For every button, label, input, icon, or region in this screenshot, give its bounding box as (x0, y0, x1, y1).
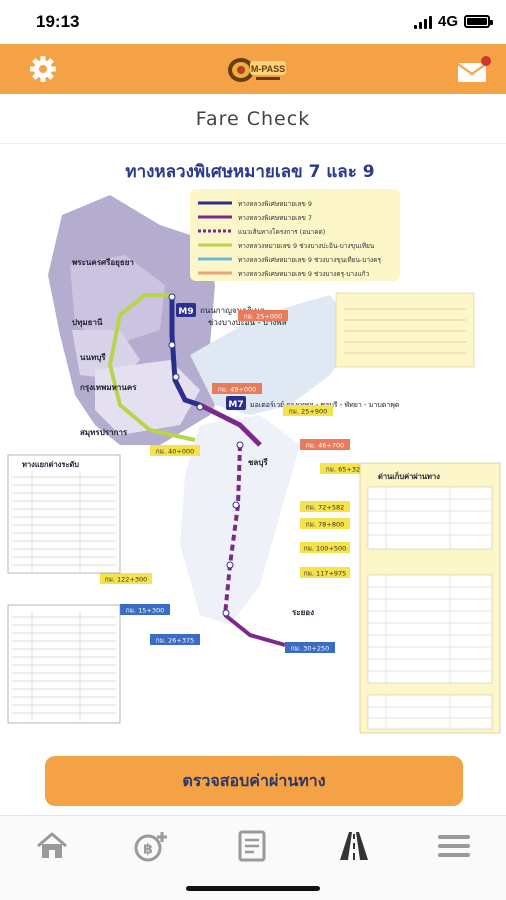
logo-text: M-PASS (251, 64, 285, 74)
mail-icon (457, 56, 491, 82)
highway-icon (340, 832, 368, 860)
nav-item-highway[interactable] (332, 826, 376, 866)
province-label: ชลบุรี (248, 457, 268, 468)
svg-text:M7: M7 (228, 400, 243, 410)
svg-text:กม. 25+900: กม. 25+900 (289, 408, 327, 416)
svg-text:ทางหลวงหมายเลข 9 ช่วงบางปะอิน-: ทางหลวงหมายเลข 9 ช่วงบางปะอิน-บางขุนเทีย… (238, 242, 375, 250)
network-type: 4G (437, 13, 458, 30)
highway-map-graphic: ทางหลวงพิเศษหมายเลข 7 และ 9 ทางหลวงพิเศษ… (7, 162, 501, 734)
svg-text:ทางหลวงพิเศษหมายเลข 9: ทางหลวงพิเศษหมายเลข 9 (238, 200, 312, 208)
nav-item-history[interactable] (230, 826, 274, 866)
status-indicators: 4G (413, 13, 493, 30)
page-title-bar: Fare Check (0, 94, 506, 144)
svg-text:ด่านเก็บค่าผ่านทาง: ด่านเก็บค่าผ่านทาง (378, 471, 440, 481)
province-label: สมุทรปราการ (80, 428, 128, 438)
check-fare-button[interactable]: ตรวจสอบค่าผ่านทาง (45, 756, 463, 806)
province-label: กรุงเทพมหานคร (80, 383, 137, 393)
svg-text:กม. 78+800: กม. 78+800 (306, 521, 344, 529)
status-bar: 19:13 4G (0, 0, 506, 44)
mpass-logo: M-PASS (226, 52, 288, 86)
svg-text:กม. 122+300: กม. 122+300 (105, 576, 148, 584)
region-chonburi (180, 415, 300, 625)
route-m7-b (223, 613, 286, 647)
m7-badge (226, 396, 246, 410)
home-icon (37, 832, 67, 858)
svg-text:กม. 15+300: กม. 15+300 (126, 607, 164, 615)
signal-icon (413, 15, 432, 29)
svg-text:กม. 25+000: กม. 25+000 (244, 313, 282, 321)
province-label: ระยอง (292, 608, 314, 617)
nav-item-home[interactable] (30, 826, 74, 866)
svg-text:กม. 65+328: กม. 65+328 (326, 466, 364, 474)
svg-text:กม. 26+375: กม. 26+375 (156, 637, 194, 645)
page-title: Fare Check (195, 107, 311, 130)
coin-add-icon: ฿ (134, 832, 167, 862)
svg-text:ทางหลวงพิเศษหมายเลข 9 ช่วงบางข: ทางหลวงพิเศษหมายเลข 9 ช่วงบางขุนเทียน-บา… (238, 256, 382, 264)
legend-items: ทางหลวงพิเศษหมายเลข 9 ทางหลวงพิเศษหมายเล… (198, 200, 382, 278)
svg-text:กม. 117+975: กม. 117+975 (304, 570, 347, 578)
status-time: 19:13 (36, 12, 80, 31)
rest-area-box (335, 292, 475, 368)
receipt-icon (238, 830, 266, 862)
menu-icon (438, 835, 470, 857)
svg-text:ถนนกาญจนาภิเษก: ถนนกาญจนาภิเษก (200, 306, 265, 315)
battery-icon (464, 15, 493, 28)
province-label: นนทบุรี (80, 352, 106, 363)
svg-text:ทางหลวงพิเศษหมายเลข 9 ช่วงบางค: ทางหลวงพิเศษหมายเลข 9 ช่วงบางครุ-บางแก้ว (238, 270, 370, 278)
m9-badge (176, 303, 196, 317)
svg-text:กม. 40+000: กม. 40+000 (156, 448, 194, 456)
svg-text:แนวเส้นทางโครงการ (อนาคต): แนวเส้นทางโครงการ (อนาคต) (238, 228, 325, 236)
svg-text:กม. 30+250: กม. 30+250 (291, 645, 329, 653)
interchange-table-2 (7, 604, 121, 724)
province-label: ปทุมธานี (72, 317, 103, 328)
svg-text:กม. 49+000: กม. 49+000 (218, 386, 256, 394)
svg-text:M9: M9 (178, 307, 193, 317)
app-header: M-PASS (0, 44, 506, 94)
map-title: ทางหลวงพิเศษหมายเลข 7 และ 9 (125, 162, 374, 182)
province-pathum (70, 255, 165, 345)
gear-icon (30, 56, 56, 82)
svg-text:฿: ฿ (143, 842, 153, 858)
route-m9-west (107, 293, 196, 442)
svg-text:ทางแยกต่างระดับ: ทางแยกต่างระดับ (22, 460, 79, 469)
nav-item-menu[interactable] (432, 826, 476, 866)
home-indicator (186, 886, 320, 891)
interchange-table (7, 454, 121, 574)
svg-text:กม. 46+700: กม. 46+700 (306, 442, 344, 450)
route-m7-future (223, 444, 242, 616)
map-legend (190, 189, 400, 281)
bottom-nav: ฿ (0, 815, 506, 900)
province-label: พระนครศรีอยุธยา (72, 257, 134, 268)
highway-map[interactable]: ทางหลวงพิเศษหมายเลข 7 และ 9 ทางหลวงพิเศษ… (0, 145, 506, 737)
route-m7-a (198, 402, 262, 447)
svg-text:กม. 100+500: กม. 100+500 (304, 545, 347, 553)
svg-text:ทางหลวงพิเศษหมายเลข 7: ทางหลวงพิเศษหมายเลข 7 (238, 214, 312, 222)
settings-button[interactable] (28, 54, 58, 84)
nav-item-topup[interactable]: ฿ (130, 826, 174, 866)
svg-text:ช่วงบางปะอิน - บางพลี: ช่วงบางปะอิน - บางพลี (208, 318, 287, 327)
km-markers: กม. 25+000 กม. 49+000 กม. 25+900 กม. 40+… (100, 310, 370, 653)
mail-button[interactable] (456, 54, 492, 84)
svg-text:กม. 72+582: กม. 72+582 (306, 504, 344, 512)
notification-dot-icon (481, 56, 491, 66)
